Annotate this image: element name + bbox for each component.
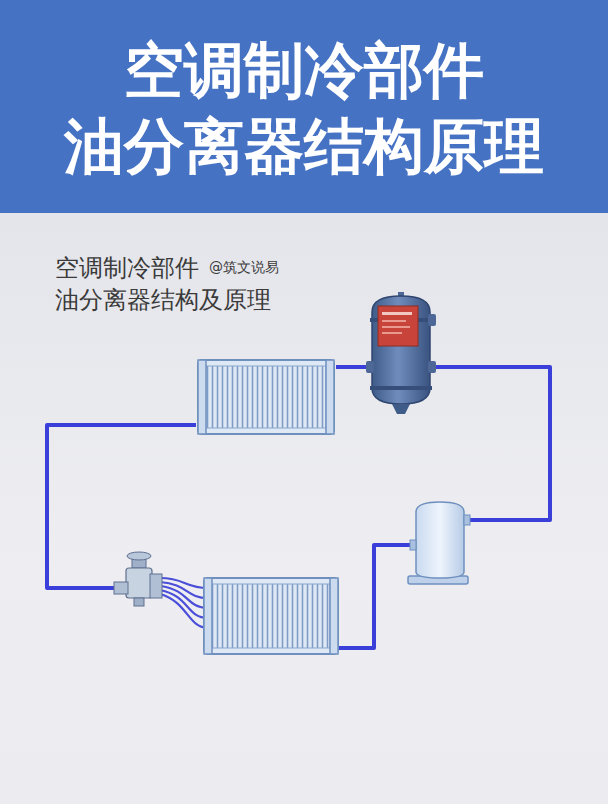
watermark: @筑文说易 (209, 259, 279, 277)
distributor-tubes (160, 578, 208, 628)
condenser-coil (198, 360, 334, 434)
expansion-valve (114, 552, 162, 606)
oil-separator (366, 292, 436, 414)
evaporator-coil (204, 578, 338, 654)
subtitle-line: 油分离器结构及原理 (55, 284, 271, 316)
page-title: 空调制冷部件 油分离器结构原理 (24, 32, 584, 184)
compressor (408, 502, 470, 584)
subtitle-line: 空调制冷部件 (55, 252, 199, 284)
header-band (0, 0, 608, 213)
refrigerant-pipe (47, 367, 550, 648)
